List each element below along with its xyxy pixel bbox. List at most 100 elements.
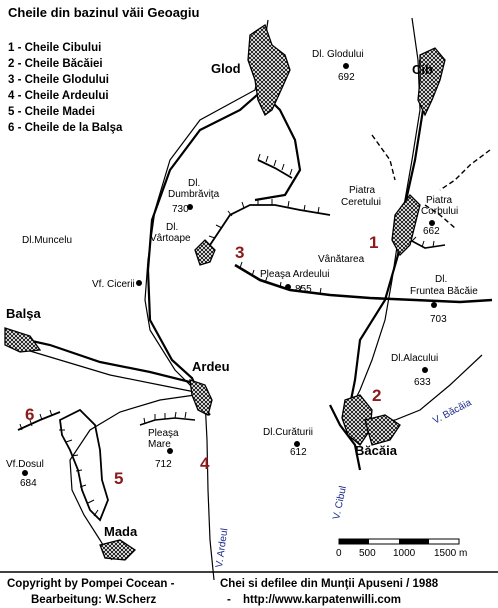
- peak-fruntea-1: Dl.: [435, 274, 447, 285]
- scale-tick-1500: 1500 m: [434, 548, 467, 559]
- peak-cicerii: Vf. Cicerii: [92, 279, 135, 290]
- gorge-numbers: 1 2 3 4 5 6: [25, 233, 381, 488]
- scale-tick-1000: 1000: [393, 548, 416, 559]
- gorge-ardeului: [189, 379, 213, 416]
- peak-pleasa-ardeului-name: Pleaşa Ardeului: [260, 269, 330, 280]
- river-label-cibul: V. Cibul: [331, 485, 349, 521]
- gorge-number-2: 2: [372, 386, 381, 405]
- gorge-glod-village: [247, 23, 291, 116]
- peak-dosul-name: Vf.Dosul: [6, 459, 44, 470]
- peak-piatra-ceretului-1: Piatra: [349, 185, 376, 196]
- gorge-mada-village: [99, 539, 137, 561]
- dashed-paths: [371, 134, 491, 229]
- peak-pleasa-mare-alt: 712: [155, 459, 172, 470]
- village-balsa: Balşa: [6, 306, 41, 321]
- peak-piatra-ceretului-2: Ceretului: [341, 197, 381, 208]
- scale-bar-segment: [339, 539, 369, 544]
- river-ardeu: [204, 399, 215, 581]
- gorge-number-6: 6: [25, 405, 34, 424]
- gorge-number-3: 3: [235, 243, 244, 262]
- scale-tick-0: 0: [336, 548, 342, 559]
- village-mada: Mada: [104, 524, 138, 539]
- peak-piatra-corbului-1: Piatra: [426, 195, 453, 206]
- scale-bar: 0 500 1000 1500 m: [336, 538, 467, 559]
- peak-vanatarea: Vânătarea: [318, 254, 365, 265]
- peak-curaturii-alt: 612: [290, 447, 307, 458]
- river-glod: [144, 19, 269, 399]
- peak-piatra-corbului-alt: 662: [423, 226, 440, 237]
- legend-item: 4 - Cheile Ardeului: [8, 90, 109, 102]
- peak-alacului-name: Dl.Alacului: [391, 353, 438, 364]
- footer-separator: -: [227, 594, 231, 606]
- village-ardeu: Ardeu: [192, 359, 230, 374]
- peak-marker: [343, 63, 349, 69]
- peak-marker: [294, 441, 300, 447]
- peak-marker: [422, 367, 428, 373]
- peak-marker: [285, 284, 291, 290]
- gorge-bacaiei-north: [341, 394, 373, 446]
- peak-marker: [431, 302, 437, 308]
- scale-bar-segment: [399, 539, 429, 544]
- legend-item: 6 - Cheile de la Balşa: [8, 122, 123, 134]
- legend-item: 2 - Cheile Băcăiei: [8, 58, 103, 70]
- peak-piatra-corbului-2: Corbului: [421, 206, 458, 217]
- peak-dumbravita-name-2: Dumbrăviţa: [168, 189, 220, 200]
- peak-marker: [429, 220, 435, 226]
- gorge-number-1: 1: [369, 233, 378, 252]
- peak-dosul-alt: 684: [20, 478, 37, 489]
- gorges: [4, 23, 446, 561]
- peak-marker: [136, 280, 142, 286]
- peak-fruntea-alt: 703: [430, 314, 447, 325]
- gorge-bacaia-village: [364, 414, 401, 446]
- road-glod: [146, 87, 266, 393]
- peak-labels: Dl. Glodului 692 Dl. Dumbrăviţa 730 Dl. …: [6, 49, 478, 489]
- river-label-bacaia: V. Băcăia: [431, 397, 474, 427]
- road-cib: [348, 59, 425, 406]
- peak-curaturii-name: Dl.Curăturii: [263, 427, 313, 438]
- peak-pleasa-ardeului-alt: 855: [295, 284, 312, 295]
- peak-marker: [187, 204, 193, 210]
- legend-item: 3 - Cheile Glodului: [8, 74, 109, 86]
- road-glod-east: [254, 94, 302, 202]
- peak-marker: [167, 448, 173, 454]
- peak-fruntea-2: Fruntea Băcăie: [410, 286, 478, 297]
- village-cib: Cib: [412, 62, 433, 77]
- peak-vartoape-name-2: Vârtoape: [150, 233, 191, 244]
- peak-alacului-alt: 633: [414, 377, 431, 388]
- footer-copyright: Copyright by Pompei Cocean -: [7, 578, 175, 590]
- peak-pleasa-mare-1: Pleaşa: [148, 428, 179, 439]
- peak-glodului-name: Dl. Glodului: [312, 49, 364, 60]
- legend-item: 1 - Cheile Cibului: [8, 42, 101, 54]
- peak-glodului-alt: 692: [338, 72, 355, 83]
- gorge-number-5: 5: [114, 469, 123, 488]
- river-bacaia: [374, 354, 483, 426]
- scale-tick-500: 500: [359, 548, 376, 559]
- peak-vartoape-name-1: Dl.: [166, 222, 178, 233]
- gorge-glodului: [194, 239, 216, 266]
- village-glod: Glod: [211, 61, 241, 76]
- footer-url: http://www.karpatenwilli.com: [243, 594, 401, 606]
- gorge-balsa-lines: [17, 409, 61, 431]
- peak-dumbravita-alt: 730: [172, 204, 189, 215]
- village-bacaia: Băcăia: [355, 443, 398, 458]
- footer-source: Chei si defilee din Munţii Apuseni / 198…: [220, 578, 439, 590]
- river-label-ardeul: V. Ardeul: [214, 528, 230, 569]
- village-labels: Glod Cib Balşa Ardeu Băcăia Mada: [6, 61, 433, 539]
- river-balsa: [9, 344, 196, 393]
- peak-dumbravita-name-1: Dl.: [188, 178, 200, 189]
- gorge-madei: [59, 408, 109, 522]
- gorge-cib-village: [417, 47, 446, 117]
- legend: 1 - Cheile Cibului 2 - Cheile Băcăiei 3 …: [8, 42, 123, 134]
- footer-editor: Bearbeitung: W.Scherz: [31, 594, 156, 606]
- gorge-cibului: [391, 194, 421, 257]
- gorge-balsa-village: [4, 327, 42, 353]
- river-mada: [69, 394, 196, 561]
- legend-item: 5 - Cheile Madei: [8, 106, 95, 118]
- footer: Copyright by Pompei Cocean - Chei si def…: [7, 578, 439, 606]
- gorge-number-4: 4: [200, 454, 210, 473]
- peak-pleasa-mare-2: Mare: [148, 439, 171, 450]
- peak-marker: [22, 470, 28, 476]
- peak-muncelu: Dl.Muncelu: [22, 235, 72, 246]
- map-title: Cheile din bazinul văii Geoagiu: [8, 5, 199, 20]
